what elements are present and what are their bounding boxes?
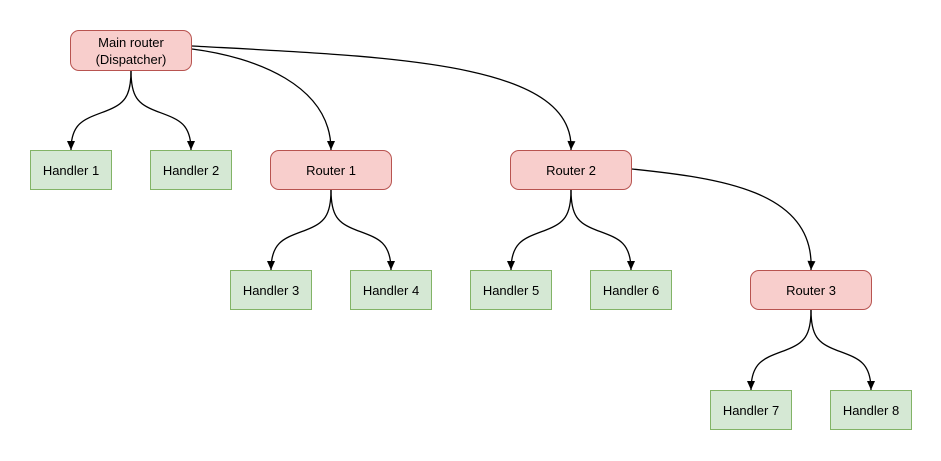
- edge-router-1-to-handler-4: [330, 189, 395, 271]
- node-handler-6: Handler 6: [590, 270, 672, 310]
- node-router-2: Router 2: [510, 150, 632, 190]
- edge-router-1-to-handler-3: [267, 189, 332, 271]
- edge-main-router-to-router-2: [191, 45, 576, 151]
- node-handler-3: Handler 3: [230, 270, 312, 310]
- edge-router-2-to-handler-6: [570, 189, 635, 271]
- edge-router-3-to-handler-8: [810, 309, 875, 391]
- node-handler-4: Handler 4: [350, 270, 432, 310]
- node-router-1: Router 1: [270, 150, 392, 190]
- node-main-router: Main router (Dispatcher): [70, 30, 192, 71]
- edge-main-router-to-handler-1: [67, 70, 132, 151]
- node-handler-2: Handler 2: [150, 150, 232, 190]
- node-handler-8: Handler 8: [830, 390, 912, 430]
- node-handler-1: Handler 1: [30, 150, 112, 190]
- edge-main-router-to-handler-2: [130, 70, 195, 151]
- edge-router-2-to-router-3: [631, 168, 816, 271]
- edge-router-2-to-handler-5: [507, 189, 572, 271]
- edge-main-router-to-router-1: [191, 48, 335, 151]
- node-router-3: Router 3: [750, 270, 872, 310]
- edge-router-3-to-handler-7: [747, 309, 812, 391]
- node-handler-5: Handler 5: [470, 270, 552, 310]
- node-handler-7: Handler 7: [710, 390, 792, 430]
